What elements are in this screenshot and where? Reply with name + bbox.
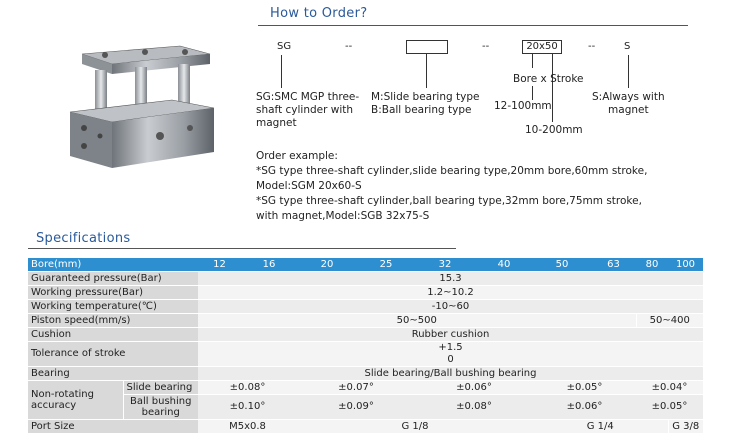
working-pressure-label: Working pressure(Bar)	[28, 285, 198, 300]
tolerance-value: +1.5 0	[198, 341, 703, 367]
slide-20-25: ±0.07°	[297, 380, 415, 395]
stroke-connector	[552, 54, 553, 122]
bearing-connector	[426, 54, 427, 88]
bore-32: 32	[415, 258, 475, 272]
code-s: S	[624, 41, 631, 52]
bore-40: 40	[475, 258, 533, 272]
bore-connector	[532, 54, 533, 68]
port-12-16: M5x0.8	[198, 419, 297, 433]
magnet-description: S:Always with magnet	[592, 91, 665, 116]
bearing-label: Bearing	[28, 366, 198, 381]
ball-20-25: ±0.09°	[297, 394, 415, 420]
temperature-value: -10~60	[198, 299, 703, 314]
stroke-range: 10-200mm	[525, 124, 583, 136]
bore-range-connector	[532, 86, 533, 100]
specifications-table: Bore(mm) 12 16 20 25 32 40 50 63 80 100 …	[28, 258, 703, 433]
bore-80: 80	[636, 258, 668, 272]
cushion-value: Rubber cushion	[198, 327, 703, 342]
sg-description: SG:SMC MGP three- shaft cylinder with ma…	[256, 91, 360, 129]
bore-50: 50	[533, 258, 591, 272]
order-title-rule	[258, 25, 688, 26]
port-size-label: Port Size	[28, 419, 198, 433]
bearing-type-box	[406, 40, 448, 54]
code-sep-1: --	[345, 41, 353, 52]
code-sep-2: --	[482, 41, 490, 52]
speed-row: Piston speed(mm/s) 50~500 50~400	[28, 313, 703, 328]
port-80-100: G 3/8	[667, 419, 703, 433]
ball-bearing-label: Ball bushing bearing	[122, 394, 198, 420]
slide-12-16: ±0.08°	[198, 380, 297, 395]
ball-80-100: ±0.05°	[636, 394, 703, 420]
pressure-row: Guaranteed pressure(Bar) 15.3	[28, 271, 703, 286]
working-pressure-value: 1.2~10.2	[198, 285, 703, 300]
slide-32-40: ±0.06°	[415, 380, 533, 395]
s-connector	[628, 55, 629, 88]
bearing-row: Bearing Slide bearing/Ball bushing beari…	[28, 366, 703, 381]
pressure-value: 15.3	[198, 271, 703, 286]
ball-12-16: ±0.10°	[198, 394, 297, 420]
bearing-description: M:Slide bearing type B:Ball bearing type	[371, 91, 480, 116]
working-pressure-row: Working pressure(Bar) 1.2~10.2	[28, 285, 703, 300]
slide-80-100: ±0.04°	[636, 380, 703, 395]
port-20-40: G 1/8	[297, 419, 533, 433]
ball-50-63: ±0.06°	[533, 394, 636, 420]
slide-bearing-row: Non-rotating accuracy Slide bearing ±0.0…	[28, 380, 703, 420]
order-example: Order example: *SG type three-shaft cyli…	[256, 150, 648, 222]
sg-connector	[281, 55, 282, 88]
nonrotating-label: Non-rotating accuracy	[28, 380, 123, 420]
code-sg: SG	[277, 41, 292, 52]
bore-16: 16	[241, 258, 297, 272]
tolerance-row: Tolerance of stroke +1.5 0	[28, 341, 703, 367]
bore-label: Bore(mm)	[28, 258, 198, 272]
how-to-order-title: How to Order?	[270, 6, 368, 21]
port-size-row: Port Size M5x0.8 G 1/8 G 1/4 G 3/8	[28, 419, 703, 433]
cushion-row: Cushion Rubber cushion	[28, 327, 703, 342]
ball-32-40: ±0.08°	[415, 394, 533, 420]
bore-20: 20	[297, 258, 357, 272]
cylinder-product-image	[69, 45, 215, 168]
bore-range: 12-100mm	[494, 100, 552, 112]
bore-100: 100	[668, 258, 703, 272]
tolerance-label: Tolerance of stroke	[28, 341, 198, 367]
speed-label: Piston speed(mm/s)	[28, 313, 198, 328]
temperature-row: Working temperature(℃) -10~60	[28, 299, 703, 314]
bore-row: Bore(mm) 12 16 20 25 32 40 50 63 80 100	[28, 258, 703, 272]
bore-stroke-box: 20x50	[522, 40, 562, 54]
bore-63: 63	[591, 258, 636, 272]
code-sep-3: --	[588, 41, 596, 52]
port-50-63: G 1/4	[533, 419, 668, 433]
slide-50-63: ±0.05°	[533, 380, 636, 395]
bearing-value: Slide bearing/Ball bushing bearing	[198, 366, 703, 381]
pressure-label: Guaranteed pressure(Bar)	[28, 271, 198, 286]
temperature-label: Working temperature(℃)	[28, 299, 198, 314]
specifications-title: Specifications	[36, 231, 131, 246]
cushion-label: Cushion	[28, 327, 198, 342]
bore-25: 25	[357, 258, 415, 272]
bore-stroke-label: Bore x Stroke	[513, 73, 584, 85]
bore-12: 12	[198, 258, 241, 272]
slide-bearing-label: Slide bearing	[122, 380, 198, 395]
speed-value-b: 50~400	[635, 313, 703, 328]
ball-bearing-row: Ball bushing bearing ±0.10° ±0.09° ±0.08…	[28, 394, 703, 420]
speed-value-a: 50~500	[198, 313, 636, 328]
specifications-rule	[28, 248, 456, 249]
